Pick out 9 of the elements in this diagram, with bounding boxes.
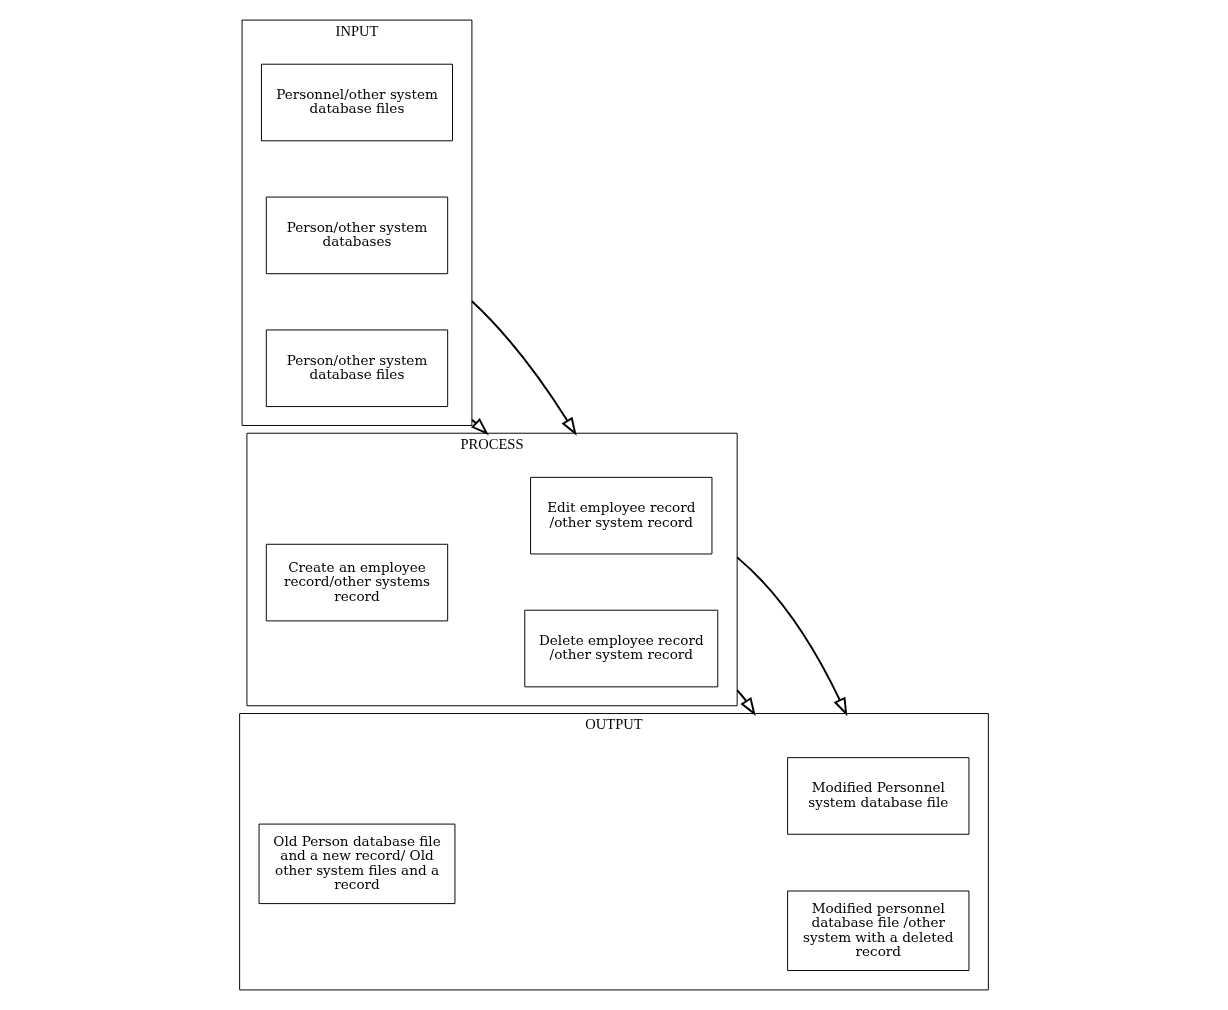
node-box: Old Person database file and a new record/ Old other system files and a record: [258, 823, 456, 905]
node-box: Modified personnel database file /other system with a deleted record: [787, 890, 970, 971]
node-box: Person/other system database files: [265, 329, 449, 408]
node-box: Create an employee record/other systems record: [265, 543, 449, 622]
node-box: Delete employee record /other system record: [524, 609, 719, 688]
node-box: Modified Personnel system database file: [787, 757, 970, 835]
node-box: Edit employee record /other system record: [530, 476, 713, 555]
node-box: Person/other system databases: [265, 196, 449, 275]
node-box: Personnel/other system database files: [260, 63, 453, 142]
